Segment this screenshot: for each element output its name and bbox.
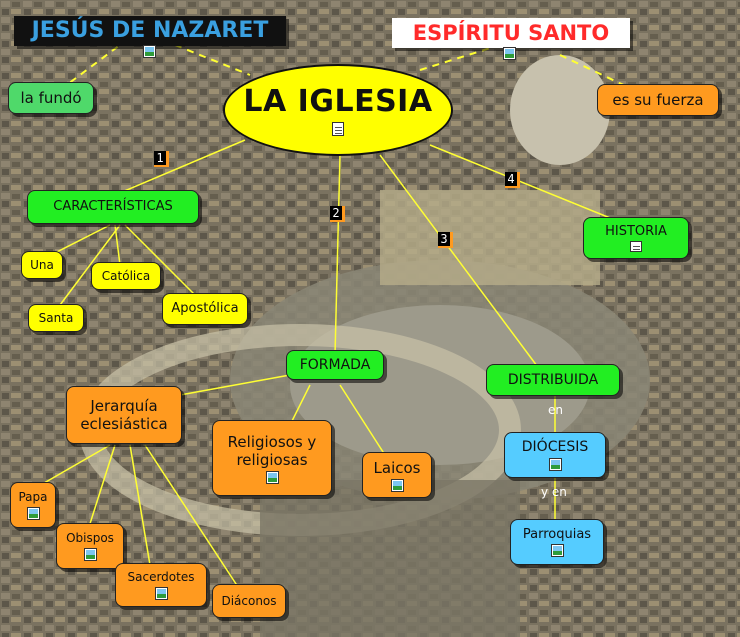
node-diaconos[interactable]: Diáconos (212, 584, 286, 618)
image-icon[interactable] (551, 544, 564, 557)
image-icon[interactable] (143, 45, 156, 58)
node-label: HISTORIA (605, 224, 667, 240)
node-apostolica[interactable]: Apostólica (162, 293, 248, 325)
node-historia[interactable]: HISTORIA (583, 217, 689, 259)
node-label: Jerarquía eclesiástica (71, 397, 177, 433)
document-icon[interactable] (630, 241, 642, 252)
number-badge-3: 3 (438, 232, 453, 248)
link-phrase-la-fundo: la fundó (8, 82, 94, 114)
node-diocesis[interactable]: DIÓCESIS (504, 432, 606, 478)
node-label: DISTRIBUIDA (508, 372, 598, 389)
node-label: Laicos (374, 459, 421, 477)
node-label: Apostólica (171, 301, 238, 317)
image-icon[interactable] (503, 47, 516, 60)
node-obispos[interactable]: Obispos (56, 523, 124, 569)
node-sacerdotes[interactable]: Sacerdotes (115, 563, 207, 607)
number-badge-1: 1 (154, 151, 169, 167)
central-label: LA IGLESIA (243, 84, 432, 119)
link-phrase-es-su-fuerza: es su fuerza (597, 84, 719, 116)
node-caracteristicas[interactable]: CARACTERÍSTICAS (27, 190, 199, 224)
node-label: Católica (102, 269, 150, 283)
node-label: Diáconos (221, 594, 276, 608)
node-parroquias[interactable]: Parroquias (510, 519, 604, 565)
node-label: Sacerdotes (128, 570, 195, 584)
image-icon[interactable] (84, 548, 97, 561)
node-label: CARACTERÍSTICAS (53, 199, 173, 215)
node-laicos[interactable]: Laicos (362, 452, 432, 498)
image-icon[interactable] (549, 458, 562, 471)
node-una[interactable]: Una (21, 251, 63, 279)
node-label: Religiosos y religiosas (217, 433, 327, 469)
central-node-la-iglesia[interactable]: LA IGLESIA (223, 64, 453, 156)
node-papa[interactable]: Papa (10, 482, 56, 528)
title-jesus-de-nazaret[interactable]: JESÚS DE NAZARET (14, 16, 286, 46)
node-label: FORMADA (300, 357, 371, 374)
node-distribuida[interactable]: DISTRIBUIDA (486, 364, 620, 396)
number-badge-2: 2 (330, 206, 345, 222)
image-icon[interactable] (27, 507, 40, 520)
title-espiritu-label: ESPÍRITU SANTO (413, 21, 609, 45)
link-label: es su fuerza (612, 91, 703, 109)
node-jerarquia-eclesiastica[interactable]: Jerarquía eclesiástica (66, 386, 182, 444)
node-label: Una (30, 258, 54, 272)
image-icon[interactable] (266, 471, 279, 484)
title-jesus-label: JESÚS DE NAZARET (32, 18, 269, 43)
title-espiritu-santo[interactable]: ESPÍRITU SANTO (392, 18, 630, 48)
document-icon[interactable] (332, 122, 344, 136)
image-icon[interactable] (155, 587, 168, 600)
node-label: Parroquias (523, 527, 591, 543)
link-phrase-y-en: y en (541, 485, 567, 499)
node-santa[interactable]: Santa (28, 304, 84, 332)
node-label: Obispos (66, 531, 114, 545)
link-phrase-en: en (548, 403, 563, 417)
node-formada[interactable]: FORMADA (286, 350, 384, 380)
node-label: DIÓCESIS (522, 439, 588, 456)
link-label: la fundó (20, 89, 81, 107)
node-religiosos-y-religiosas[interactable]: Religiosos y religiosas (212, 420, 332, 496)
node-label: Papa (18, 490, 47, 504)
node-catolica[interactable]: Católica (91, 262, 161, 290)
image-icon[interactable] (391, 479, 404, 492)
node-label: Santa (39, 311, 74, 325)
number-badge-4: 4 (505, 172, 520, 188)
